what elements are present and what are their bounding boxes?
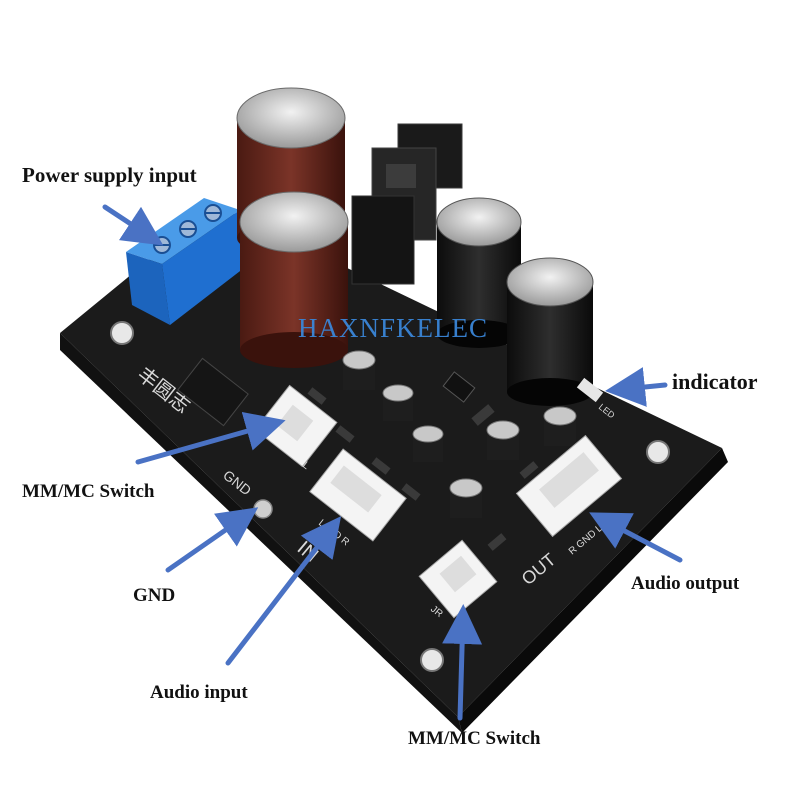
arrow-mm-left — [135, 411, 286, 465]
black-capacitor-1 — [436, 197, 522, 348]
label-power-supply-input: Power supply input — [22, 163, 197, 187]
small-capacitors — [342, 350, 577, 518]
bridge-rectifier — [177, 357, 249, 427]
terminal-block — [126, 198, 244, 325]
arrow-audio-in — [225, 516, 342, 666]
brown-capacitor-2 — [239, 191, 349, 368]
arrow-indicator — [605, 367, 668, 407]
arrow-power — [102, 204, 164, 246]
smd-components — [307, 371, 604, 551]
connector-jr — [418, 539, 498, 619]
connector-in — [309, 448, 407, 542]
gnd-pad — [253, 499, 273, 519]
label-gnd: GND — [133, 585, 176, 606]
label-mm-mc-switch-bottom: MM/MC Switch — [408, 728, 541, 749]
label-audio-output: Audio output — [631, 573, 740, 594]
connector-out — [515, 434, 623, 538]
label-indicator: indicator — [672, 369, 758, 394]
callout-arrows — [102, 204, 683, 721]
arrow-mm-bottom — [442, 604, 483, 721]
mounting-hole — [646, 440, 670, 464]
black-capacitor-2 — [506, 257, 594, 406]
voltage-regulators — [351, 123, 463, 285]
arrow-audio-out — [589, 512, 683, 563]
watermark: HAXNFKELEC — [298, 313, 488, 343]
label-mm-mc-switch-left: MM/MC Switch — [22, 481, 155, 502]
label-audio-input: Audio input — [150, 682, 248, 703]
pcb-board — [60, 205, 728, 733]
arrow-gnd — [165, 507, 259, 573]
mounting-hole — [420, 648, 444, 672]
connector-jl — [254, 384, 338, 468]
mounting-hole — [110, 321, 134, 345]
